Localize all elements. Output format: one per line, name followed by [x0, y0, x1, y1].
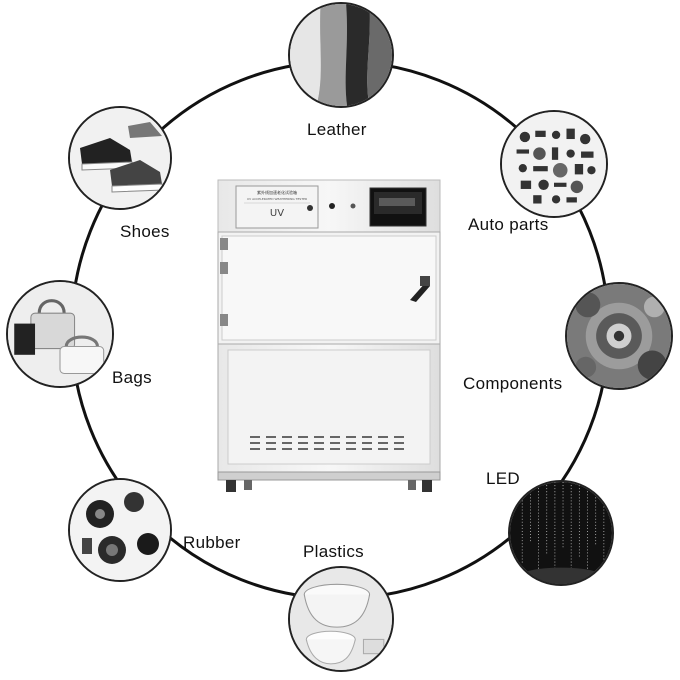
led-label: LED	[486, 469, 520, 488]
plastics-thumbnail	[288, 566, 394, 672]
bags-thumbnail	[6, 280, 114, 388]
door-handle[interactable]	[410, 282, 430, 302]
bags-label: Bags	[112, 368, 152, 387]
uv-test-chamber: 紫外线加速老化试验箱 UV ACCELERATED WEATHERING TES…	[214, 178, 444, 498]
auto-parts-label: Auto parts	[468, 215, 549, 234]
components-label: Components	[463, 374, 563, 393]
leather-thumbnail	[288, 2, 394, 108]
leather-label: Leather	[307, 120, 367, 139]
brand-line-2: UV ACCELERATED WEATHERING TESTER	[247, 197, 307, 201]
rubber-label: Rubber	[183, 533, 241, 552]
shoes-thumbnail	[68, 106, 172, 210]
auto-parts-thumbnail	[500, 110, 608, 218]
plastics-label: Plastics	[303, 542, 364, 561]
control-knob[interactable]	[329, 203, 335, 209]
components-thumbnail	[565, 282, 673, 390]
brand-line-1: 紫外线加速老化试验箱	[257, 189, 297, 195]
uv-chamber-illustration: 紫外线加速老化试验箱 UV ACCELERATED WEATHERING TES…	[217, 179, 441, 492]
shoes-label: Shoes	[120, 222, 170, 241]
panel-label: UV	[270, 208, 284, 219]
led-thumbnail	[508, 480, 614, 586]
indicator-light	[350, 203, 356, 209]
power-button[interactable]	[307, 205, 313, 211]
rubber-thumbnail	[68, 478, 172, 582]
